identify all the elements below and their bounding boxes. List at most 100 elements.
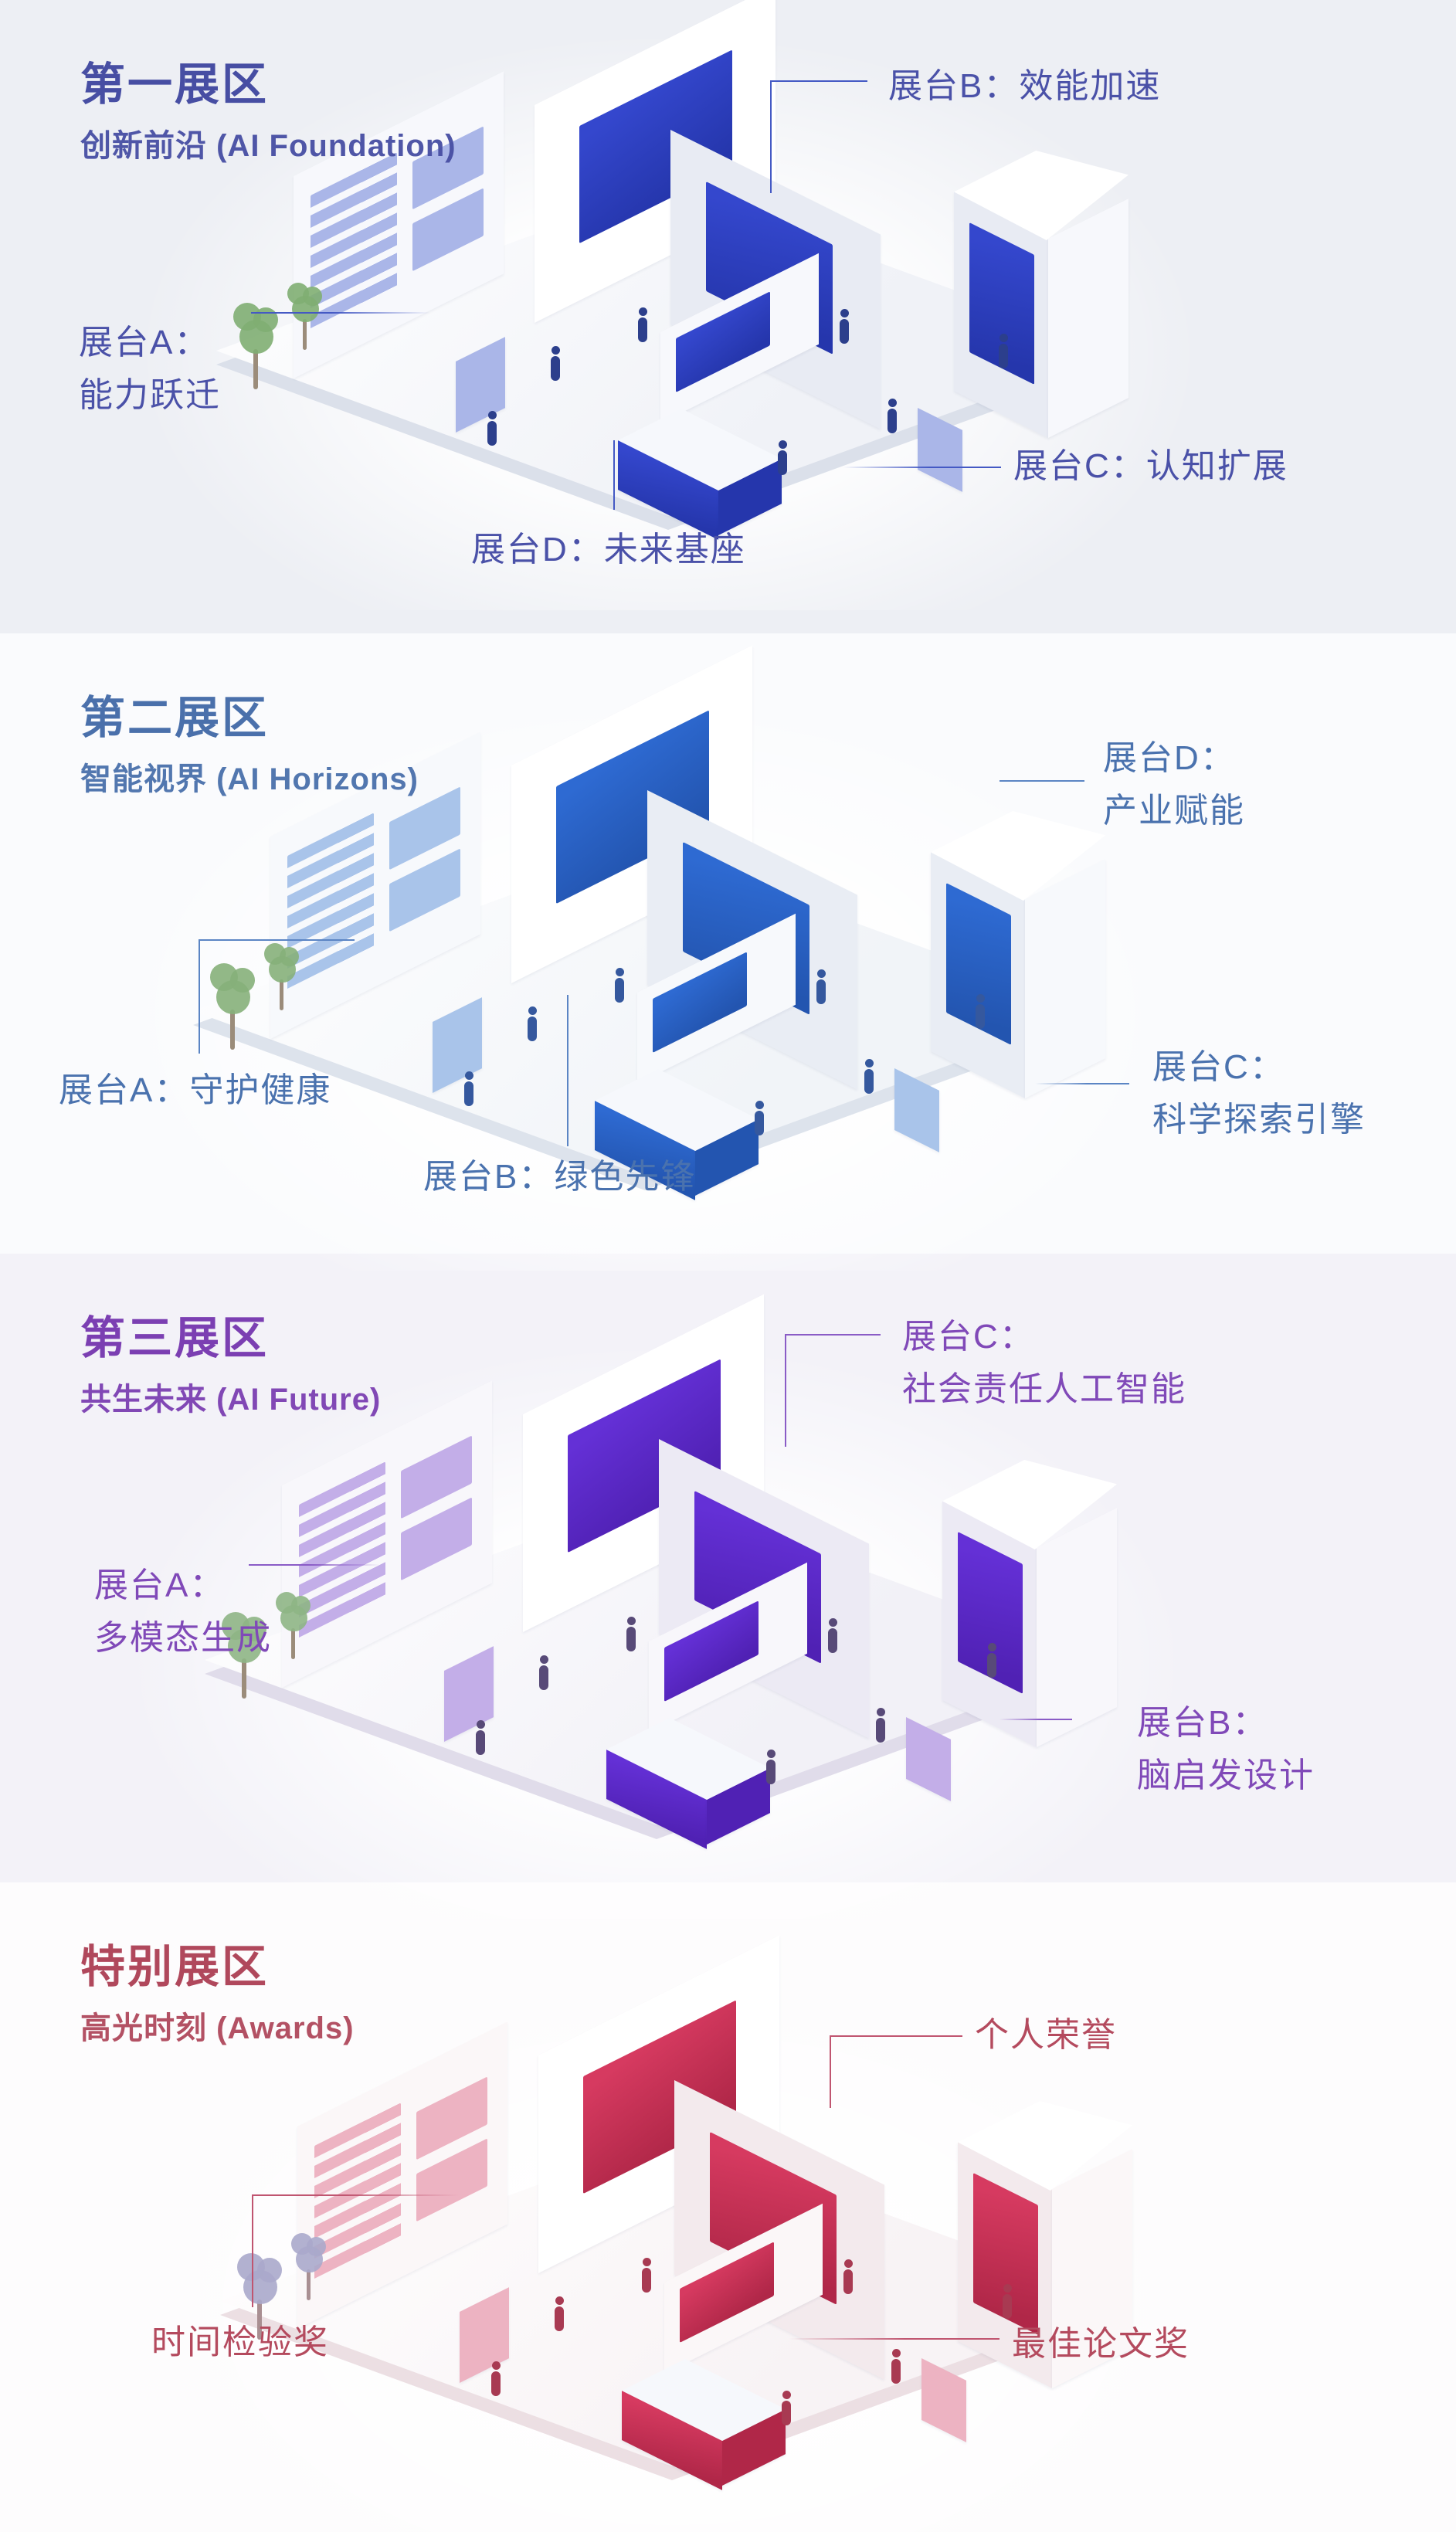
visitor-head xyxy=(865,1059,874,1067)
tree-trunk xyxy=(303,318,307,351)
visitor-head xyxy=(755,1101,764,1109)
tree-trunk xyxy=(291,1627,295,1660)
booth-label-c: 展台C： 社会责任人工智能 xyxy=(902,1318,1186,1408)
visitor-head xyxy=(844,2259,853,2268)
visitor-head xyxy=(555,2296,564,2305)
booth-label-b: 展台B： 脑启发设计 xyxy=(1137,1704,1315,1794)
zone-subtitle: 共生未来 (AI Future) xyxy=(80,1383,382,1417)
leader-line xyxy=(249,1564,380,1566)
zone-title: 第二展区 xyxy=(80,693,270,743)
leader-line xyxy=(251,312,430,314)
tree-trunk xyxy=(307,2269,311,2301)
booth-label-c: 展台C： 科学探索引擎 xyxy=(1152,1048,1366,1139)
tree-canopy xyxy=(307,2236,327,2256)
visitor-head xyxy=(817,969,826,978)
leader-line xyxy=(770,80,772,193)
booth-label-a: 展台A： 能力跃迁 xyxy=(79,324,221,414)
visitor-body xyxy=(755,1111,764,1135)
visitor-body xyxy=(476,1730,485,1755)
visitor-body xyxy=(999,344,1008,368)
visitor-head xyxy=(540,1655,548,1664)
leader-line xyxy=(252,2194,253,2307)
award-label-test-of-time: 时间检验奖 xyxy=(151,2323,329,2361)
visitor-body xyxy=(816,979,826,1004)
zone-subtitle: 高光时刻 (Awards) xyxy=(80,2011,355,2045)
zone-section-2: 第二展区 智能视界 (AI Horizons) 展台D： 产业赋能 展台A：守护… xyxy=(0,633,1456,1271)
visitor-body xyxy=(843,2269,853,2294)
visitor-head xyxy=(639,307,647,316)
visitor-figure xyxy=(527,1006,538,1042)
visitor-body xyxy=(528,1017,537,1041)
tree-trunk xyxy=(257,2300,262,2340)
visitor-head xyxy=(779,440,787,449)
visitor-head xyxy=(888,399,897,407)
visitor-figure xyxy=(765,1750,776,1785)
leader-line xyxy=(770,80,867,82)
visitor-body xyxy=(976,1004,985,1029)
visitor-head xyxy=(488,411,497,419)
tree-canopy xyxy=(253,307,278,332)
visitor-head xyxy=(643,2258,651,2266)
tree-canopy xyxy=(230,968,255,993)
tall-booth xyxy=(1037,1508,1117,1747)
visitor-figure xyxy=(1002,2284,1013,2320)
leader-line xyxy=(1000,1719,1072,1720)
tall-booth xyxy=(1048,199,1128,438)
booth-label-c: 展台C：认知扩展 xyxy=(1013,447,1288,485)
leader-line xyxy=(1035,1083,1129,1084)
visitor-figure xyxy=(490,2361,501,2397)
visitor-head xyxy=(1003,2284,1012,2293)
visitor-head xyxy=(477,1720,485,1729)
visitor-figure xyxy=(843,2259,854,2295)
award-label-best-paper: 最佳论文奖 xyxy=(1012,2325,1190,2363)
leader-line xyxy=(199,939,355,941)
visitor-figure xyxy=(637,307,648,343)
tree-trunk xyxy=(253,349,258,389)
visitor-body xyxy=(828,1628,837,1653)
visitor-head xyxy=(627,1617,636,1625)
booth-label-d: 展台D： 产业赋能 xyxy=(1103,739,1245,830)
tree-canopy xyxy=(303,286,323,306)
tree-canopy xyxy=(291,1595,311,1615)
tree-canopy xyxy=(242,1617,266,1641)
leader-line xyxy=(830,2035,962,2037)
visitor-body xyxy=(642,2268,651,2293)
poster-grid xyxy=(311,152,397,334)
leader-line xyxy=(830,2035,831,2108)
zone-subtitle: 智能视界 (AI Horizons) xyxy=(80,762,419,796)
visitor-body xyxy=(840,319,849,344)
tree xyxy=(264,943,300,1011)
tree xyxy=(210,963,256,1050)
visitor-figure xyxy=(864,1059,874,1095)
visitor-body xyxy=(539,1665,548,1690)
visitor-head xyxy=(782,2391,791,2399)
tree xyxy=(233,303,280,389)
leader-line xyxy=(785,1334,786,1447)
visitor-figure xyxy=(554,2296,565,2332)
visitor-figure xyxy=(839,309,850,345)
poster-grid xyxy=(314,2103,401,2284)
visitor-figure xyxy=(754,1101,765,1136)
exhibit-scene xyxy=(151,1935,1193,2532)
tree xyxy=(291,2233,328,2301)
visitor-head xyxy=(840,309,849,317)
zone-subtitle: 创新前沿 (AI Foundation) xyxy=(80,129,456,163)
visitor-head xyxy=(767,1750,776,1758)
tree-trunk xyxy=(242,1658,246,1699)
visitor-body xyxy=(987,1653,996,1678)
tree xyxy=(287,283,324,351)
award-label-personal-honor: 个人荣誉 xyxy=(975,2016,1117,2054)
leader-line xyxy=(252,2194,459,2196)
visitor-figure xyxy=(550,346,561,382)
visitor-figure xyxy=(998,334,1009,369)
tree-canopy xyxy=(257,2258,282,2283)
visitor-figure xyxy=(816,969,826,1005)
visitor-head xyxy=(616,968,624,976)
leader-line xyxy=(1000,780,1084,782)
leader-line xyxy=(567,995,568,1146)
zone-section-3: 第三展区 共生未来 (AI Future) 展台C： 社会责任人工智能 展台A：… xyxy=(0,1254,1456,1919)
visitor-figure xyxy=(875,1708,886,1743)
visitor-head xyxy=(877,1708,885,1716)
zone-section-1: 第一展区 创新前沿 (AI Foundation) 展台B：效能加速 展台A： … xyxy=(0,0,1456,633)
